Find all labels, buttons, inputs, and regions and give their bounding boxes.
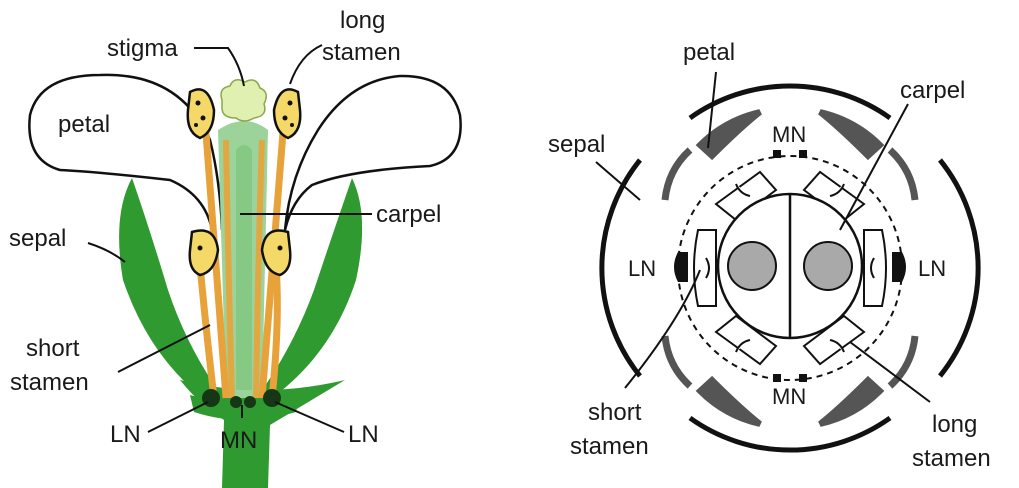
sepal-arc-bottom	[690, 418, 890, 450]
short-stamen-right	[864, 230, 886, 306]
petal-bottom-right	[820, 380, 880, 424]
fd-label-petal: petal	[683, 39, 735, 66]
leader-long-stamen	[290, 45, 322, 84]
leader-ln-right	[275, 402, 344, 432]
label-ln-right: LN	[348, 421, 379, 448]
label-long-stamen-1: long	[340, 7, 385, 34]
petal-top-right	[820, 112, 880, 156]
fd-label-mn-bottom: MN	[772, 384, 806, 409]
anther-short-right	[262, 230, 290, 275]
ovule-right	[804, 242, 852, 290]
nectary-mn-top-1	[773, 150, 781, 158]
fd-label-ln-left: LN	[628, 256, 656, 281]
petal-right-lower	[890, 336, 915, 386]
petal-bottom-left	[700, 380, 760, 424]
side-view: stigma long stamen petal carpel sepal sh…	[9, 7, 461, 488]
label-short-stamen-2: stamen	[10, 369, 89, 396]
fd-label-short-stamen-1: short	[588, 399, 642, 426]
leader-ln-left	[148, 402, 208, 432]
petal-left-upper	[665, 150, 690, 200]
nectary-ln-right	[892, 252, 906, 282]
short-stamen-left	[694, 230, 716, 306]
nectary-mn-bottom-1	[773, 374, 781, 382]
fd-label-ln-right: LN	[918, 256, 946, 281]
petal-left-lower	[665, 336, 690, 386]
fd-label-long-stamen-1: long	[932, 411, 977, 438]
label-stigma: stigma	[107, 35, 178, 62]
label-short-stamen-1: short	[26, 335, 80, 362]
sepal-arc-top	[690, 86, 890, 118]
fd-label-short-stamen-2: stamen	[570, 433, 649, 460]
label-long-stamen-2: stamen	[322, 39, 401, 66]
fd-label-mn-top: MN	[772, 122, 806, 147]
label-ln-left: LN	[110, 421, 141, 448]
fd-label-carpel: carpel	[900, 77, 965, 104]
nectary-mn-bottom-2	[799, 374, 807, 382]
nectary-mn-1	[230, 396, 242, 408]
anther-long-left	[188, 89, 214, 138]
label-petal: petal	[58, 111, 110, 138]
fd-label-sepal: sepal	[548, 131, 605, 158]
anther-long-right	[274, 89, 300, 138]
nectary-ln-left	[674, 252, 688, 282]
label-carpel: carpel	[376, 201, 441, 228]
ovule-left	[728, 242, 776, 290]
carpel-center	[236, 145, 252, 390]
label-sepal: sepal	[9, 225, 66, 252]
petal-right-upper	[890, 150, 915, 200]
floral-diagram: petal carpel sepal MN LN LN MN short sta…	[548, 39, 991, 472]
label-mn: MN	[220, 427, 257, 454]
nectary-mn-2	[244, 396, 256, 408]
nectary-mn-top-2	[799, 150, 807, 158]
fd-label-long-stamen-2: stamen	[912, 445, 991, 472]
